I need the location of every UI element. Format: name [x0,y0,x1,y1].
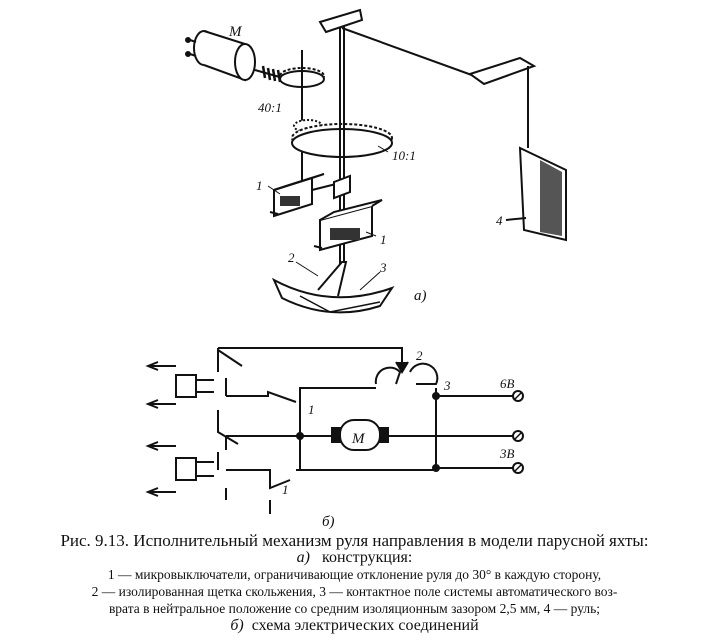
rudder [505,66,567,242]
voltage-6v-label: 6В [500,376,515,391]
schematic-switch-lower-label: 1 [282,482,289,497]
relay-upper [145,361,214,409]
tiller-arm [318,8,537,86]
label-brush: 2 [288,250,295,265]
caption-sub-a-letter: а) [296,549,310,566]
figure-illustration: M 40:1 10:1 1 1 2 3 4 а) [145,8,567,530]
large-gear [291,123,393,158]
caption-sub-b-text: схема электрических соединений [251,617,479,634]
label-microswitch-a: 1 [256,178,263,193]
motor-symbol [331,419,389,451]
wiring-schematic [145,347,524,514]
label-contact-field: 3 [379,260,387,275]
caption-body-line3: врата в нейтральное положение со средним… [108,601,601,616]
contact-sector [271,261,395,314]
ratio-40-label: 40:1 [258,100,282,115]
caption-body-line1: 1 — микровыключатели, ограничивающие отк… [107,567,602,582]
label-microswitch-b: 1 [380,232,387,247]
schematic-switch-upper-label: 1 [308,402,315,417]
construction-drawing [185,8,567,314]
caption-sub-b: б) схема электрических соединений [0,617,709,634]
relay-lower [145,441,214,497]
label-rudder: 4 [496,213,503,228]
caption-title: Рис. 9.13. Исполнительный механизм руля … [60,531,649,550]
figure-caption: Рис. 9.13. Исполнительный механизм руля … [0,532,709,634]
caption-sub-a: а) конструкция: [0,549,709,566]
motor [185,30,256,82]
schematic-motor-label: M [351,431,366,447]
caption-sub-a-text: конструкция: [322,549,413,566]
ratio-10-label: 10:1 [392,148,416,163]
voltage-3v-label: 3В [499,446,515,461]
panel-a-label: а) [414,288,427,304]
caption-sub-b-letter: б) [230,617,244,634]
caption-body-line2: 2 — изолированная щетка скольжения, 3 — … [91,584,618,599]
motor-label: M [228,24,243,40]
microswitch-left [269,173,337,218]
microswitch-right [313,199,383,252]
schematic-brush-label: 2 [416,348,423,363]
schematic-contact-label: 3 [443,378,451,393]
panel-b-label: б) [322,514,335,530]
